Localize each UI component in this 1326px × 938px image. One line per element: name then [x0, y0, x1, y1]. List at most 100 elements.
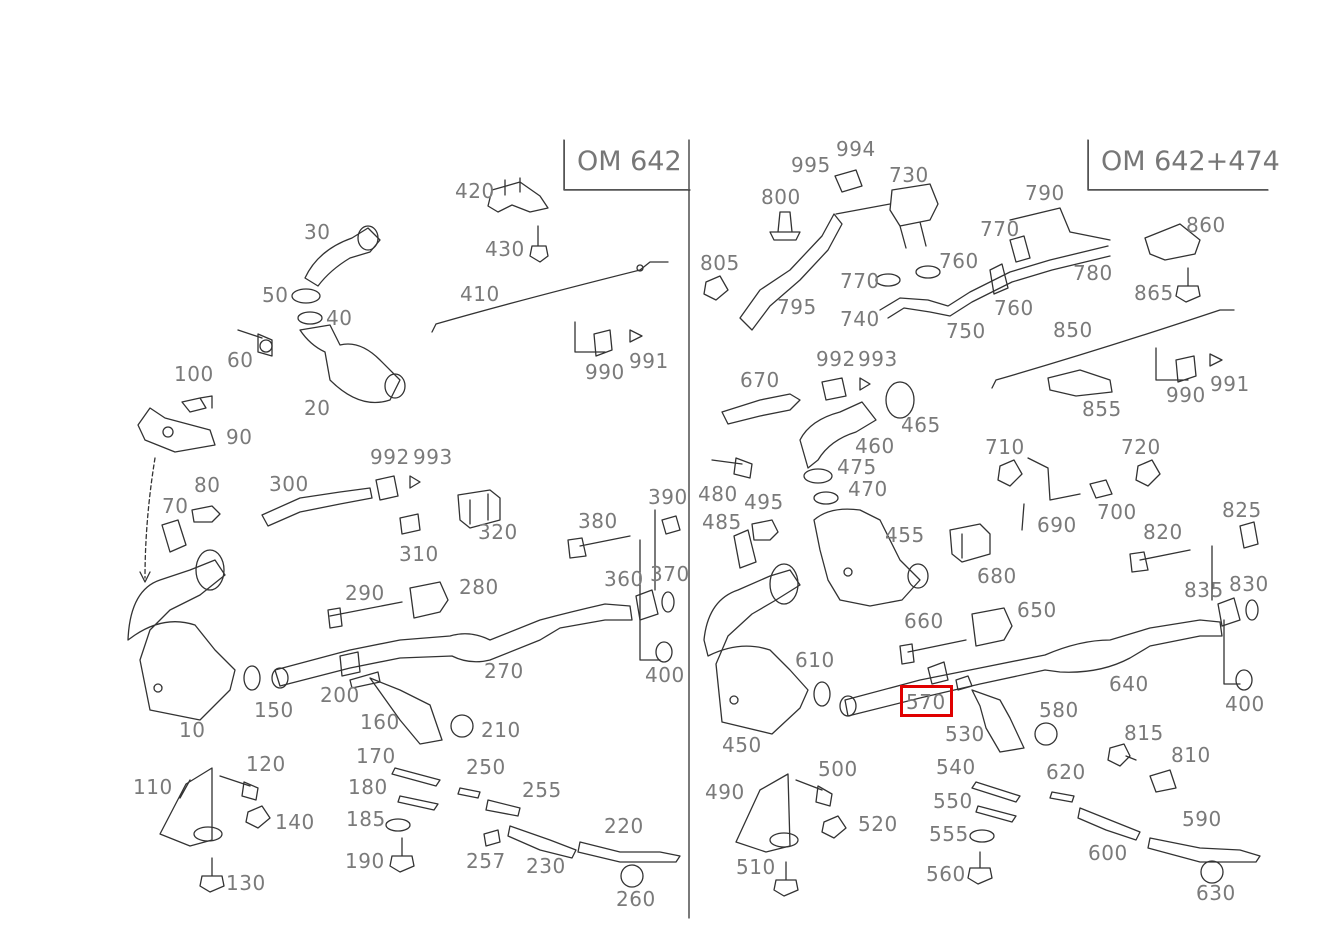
part-label: 370 — [650, 562, 690, 586]
part-label: 400 — [1225, 692, 1265, 716]
part-label: 510 — [736, 855, 776, 879]
part-label: 260 — [616, 887, 656, 911]
part-label: 190 — [345, 849, 385, 873]
part-label: 170 — [356, 744, 396, 768]
part-label: 540 — [936, 755, 976, 779]
part-label: 850 — [1053, 318, 1093, 342]
part-label: 530 — [945, 722, 985, 746]
part-label: 805 — [700, 251, 740, 275]
part-label: 430 — [485, 237, 525, 261]
part-label: 855 — [1082, 397, 1122, 421]
part-label: 710 — [985, 435, 1025, 459]
part-label: 992 — [370, 445, 410, 469]
part-label: 660 — [904, 609, 944, 633]
part-label: 760 — [939, 249, 979, 273]
part-label: 990 — [1166, 383, 1206, 407]
part-label: 120 — [246, 752, 286, 776]
part-label: 455 — [885, 523, 925, 547]
part-label: 993 — [413, 445, 453, 469]
part-label: 700 — [1097, 500, 1137, 524]
part-label: 650 — [1017, 598, 1057, 622]
part-label: 460 — [855, 434, 895, 458]
part-label: 90 — [226, 425, 253, 449]
part-label: 830 — [1229, 572, 1269, 596]
part-label: 420 — [455, 179, 495, 203]
part-label: 590 — [1182, 807, 1222, 831]
part-label: 257 — [466, 849, 506, 873]
part-label: 380 — [578, 509, 618, 533]
part-label: 410 — [460, 282, 500, 306]
part-label: 80 — [194, 473, 221, 497]
part-label: 820 — [1143, 520, 1183, 544]
part-label: 475 — [837, 455, 877, 479]
part-label: 825 — [1222, 498, 1262, 522]
part-label: 450 — [722, 733, 762, 757]
part-label: 555 — [929, 822, 969, 846]
part-label: 990 — [585, 360, 625, 384]
part-label: 100 — [174, 362, 214, 386]
part-label: 800 — [761, 185, 801, 209]
part-label: 250 — [466, 755, 506, 779]
part-label: 993 — [858, 347, 898, 371]
part-label: 630 — [1196, 881, 1236, 905]
part-label: 390 — [648, 485, 688, 509]
part-label: 580 — [1039, 698, 1079, 722]
part-label: 991 — [629, 349, 669, 373]
part-label: 740 — [840, 307, 880, 331]
part-label: 185 — [346, 807, 386, 831]
part-label: 995 — [791, 153, 831, 177]
part-label: 20 — [304, 396, 331, 420]
part-label: 600 — [1088, 841, 1128, 865]
part-label: 720 — [1121, 435, 1161, 459]
part-label: 500 — [818, 757, 858, 781]
part-label: 110 — [133, 775, 173, 799]
part-label: 270 — [484, 659, 524, 683]
part-label: 495 — [744, 490, 784, 514]
part-label: 200 — [320, 683, 360, 707]
part-label: 520 — [858, 812, 898, 836]
part-label: 10 — [179, 718, 206, 742]
part-label: 790 — [1025, 181, 1065, 205]
part-label: 992 — [816, 347, 856, 371]
part-label: 400 — [645, 663, 685, 687]
part-label: 810 — [1171, 743, 1211, 767]
part-label: 610 — [795, 648, 835, 672]
part-label: 750 — [946, 319, 986, 343]
part-label: 210 — [481, 718, 521, 742]
part-label: 470 — [848, 477, 888, 501]
part-label: 150 — [254, 698, 294, 722]
part-label: 60 — [227, 348, 254, 372]
part-label: 620 — [1046, 760, 1086, 784]
part-label: 490 — [705, 780, 745, 804]
part-label: 360 — [604, 567, 644, 591]
part-label: 860 — [1186, 213, 1226, 237]
part-label: 160 — [360, 710, 400, 734]
panel-title-om642-474: OM 642+474 — [1088, 140, 1280, 190]
part-label: 300 — [269, 472, 309, 496]
highlight-box-570 — [900, 685, 953, 717]
part-label: 30 — [304, 220, 331, 244]
part-label: 130 — [226, 871, 266, 895]
part-label: 835 — [1184, 578, 1224, 602]
part-label: 640 — [1109, 672, 1149, 696]
part-label: 140 — [275, 810, 315, 834]
part-label: 770 — [980, 217, 1020, 241]
part-label: 40 — [326, 306, 353, 330]
part-label: 680 — [977, 564, 1017, 588]
part-label: 280 — [459, 575, 499, 599]
part-label: 550 — [933, 789, 973, 813]
part-label: 220 — [604, 814, 644, 838]
part-label: 560 — [926, 862, 966, 886]
part-label: 780 — [1073, 261, 1113, 285]
part-label: 485 — [702, 510, 742, 534]
part-label: 760 — [994, 296, 1034, 320]
panel-title-om642: OM 642 — [564, 140, 690, 190]
part-label: 290 — [345, 581, 385, 605]
part-label: 50 — [262, 283, 289, 307]
part-label: 180 — [348, 775, 388, 799]
part-label: 690 — [1037, 513, 1077, 537]
part-label: 795 — [777, 295, 817, 319]
part-label: 770 — [840, 269, 880, 293]
part-label: 320 — [478, 520, 518, 544]
